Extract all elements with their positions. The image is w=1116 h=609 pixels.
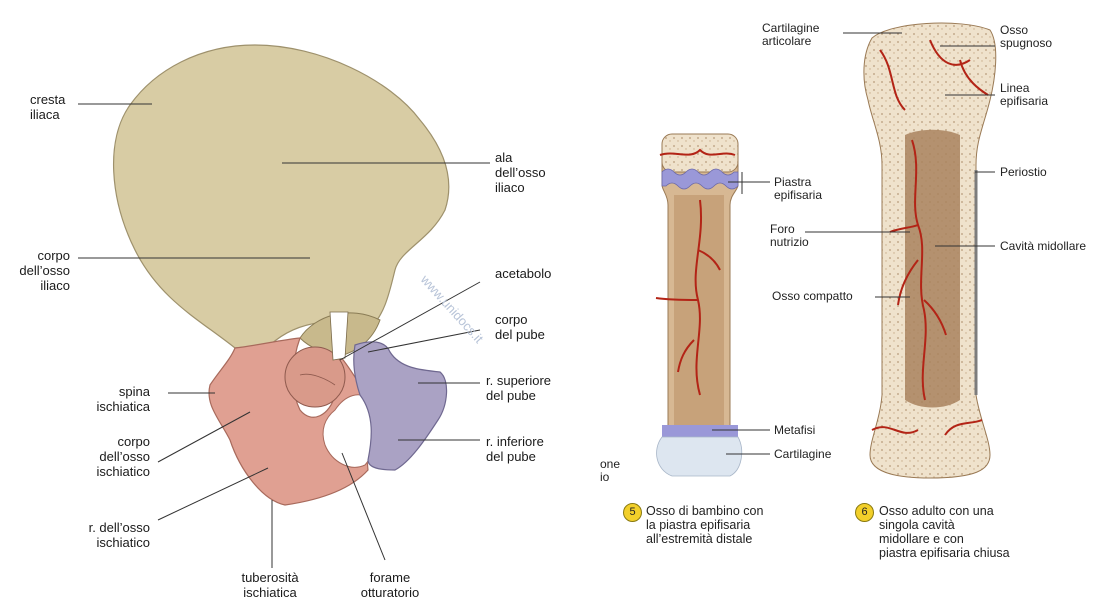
child-bone <box>656 134 742 476</box>
label-r-osso-ischiatico: r. dell’osso ischiatico <box>55 520 150 550</box>
adult-medullary-cavity <box>905 130 960 408</box>
label-cut-text: one io <box>600 458 620 484</box>
label-metafisi: Metafisi <box>774 424 815 437</box>
watermark-text: www.unidocs.it <box>417 271 487 346</box>
label-osso-compatto: Osso compatto <box>772 290 853 303</box>
label-piastra-epifisaria: Piastra epifisaria <box>774 176 822 202</box>
label-forame-otturatorio: forame otturatorio <box>345 570 435 600</box>
label-foro-nutrizio: Foro nutrizio <box>770 223 809 249</box>
label-r-superiore-pube: r. superiore del pube <box>486 373 551 403</box>
label-spina-ischiatica: spina ischiatica <box>60 384 150 414</box>
label-corpo-osso-ischiatico: corpo dell’osso ischiatico <box>60 434 150 479</box>
label-periostio: Periostio <box>1000 166 1047 179</box>
caption-number-5: 5 <box>623 503 642 522</box>
label-tuberosita-ischiatica: tuberosità ischiatica <box>220 570 320 600</box>
child-cartilage <box>657 437 742 476</box>
ilium-region <box>114 45 449 348</box>
label-cartilagine: Cartilagine <box>774 448 831 461</box>
label-corpo-osso-iliaco: corpo dell’osso iliaco <box>0 248 70 293</box>
caption-number-6: 6 <box>855 503 874 522</box>
label-r-inferiore-pube: r. inferiore del pube <box>486 434 544 464</box>
label-cartilagine-articolare: Cartilagine articolare <box>762 22 819 48</box>
label-acetabolo: acetabolo <box>495 266 551 281</box>
caption-adult-bone: Osso adulto con una singola cavità midol… <box>879 504 1010 560</box>
caption-child-bone: Osso di bambino con la piastra epifisari… <box>646 504 763 546</box>
adult-bone <box>864 23 996 478</box>
label-cresta-iliaca: cresta iliaca <box>30 92 65 122</box>
hip-bone <box>114 45 449 505</box>
child-metaphysis <box>662 425 738 437</box>
label-ala-osso-iliaco: ala dell’osso iliaco <box>495 150 546 195</box>
label-osso-spugnoso: Osso spugnoso <box>1000 24 1052 50</box>
label-cavita-midollare: Cavità midollare <box>1000 240 1086 253</box>
label-linea-epifisaria: Linea epifisaria <box>1000 82 1048 108</box>
label-corpo-pube: corpo del pube <box>495 312 545 342</box>
